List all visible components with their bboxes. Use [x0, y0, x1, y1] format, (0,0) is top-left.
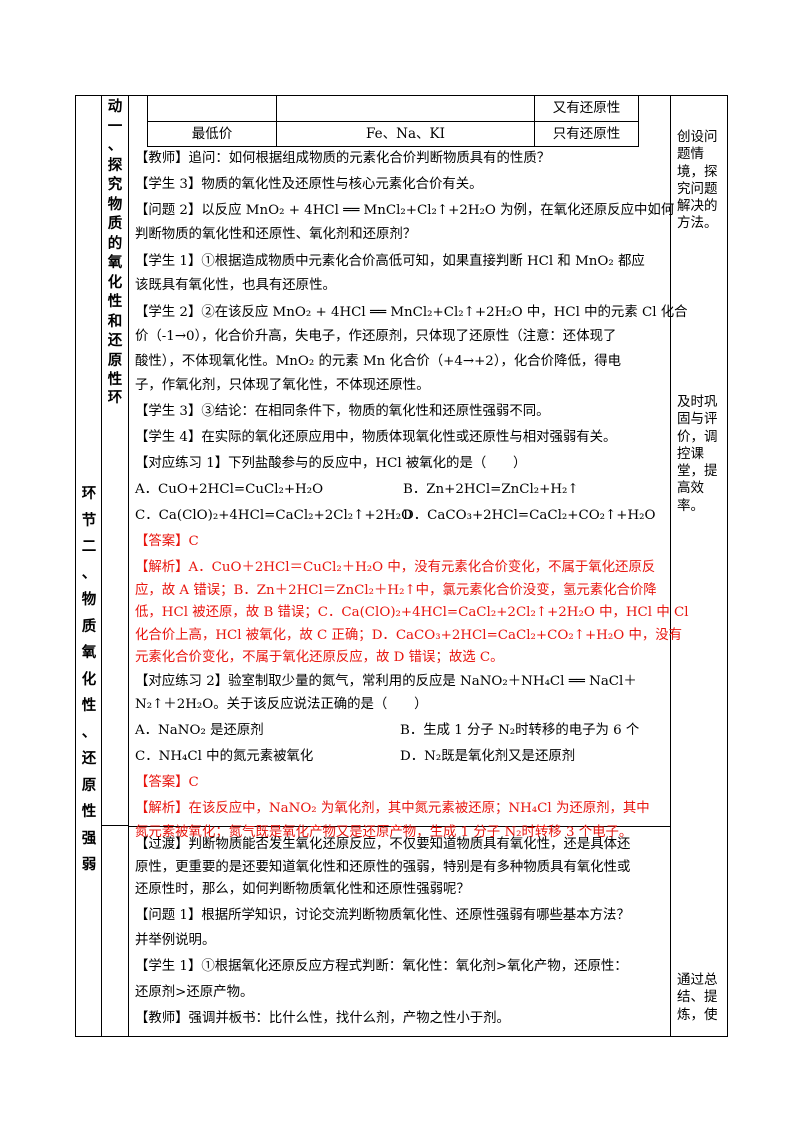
part2-label: 环 节 二 、 物 质 氧 化 性 、 还 原 性 强 弱 — [81, 486, 97, 873]
exercise-line: 【对应练习 2】验室制取少量的氮气，常利用的反应是 NaNO₂＋NH₄Cl ══… — [135, 674, 637, 689]
teacher-line: 【教师】强调并板书：比什么性，找什么剂，产物之性小于剂。 — [135, 1011, 510, 1026]
table-cell: 又有还原性 — [552, 100, 621, 116]
analysis-line: 应，故 A 错误；B．Zn＋2HCl＝ZnCl₂＋H₂↑中，氯元素化合价没变，氢… — [135, 583, 657, 598]
student-line: 【学生 3】物质的氧化性及还原性与核心元素化合价有关。 — [135, 177, 483, 192]
valence-table: 又有还原性 最低价 Fe、Na、KI 只有还原性 — [147, 95, 639, 147]
exercise-line: 【对应练习 1】下列盐酸参与的反应中，HCl 被氧化的是（ ） — [135, 456, 527, 471]
option-b: B．生成 1 分子 N₂时转移的电子为 6 个 — [400, 723, 640, 738]
row-divider-main — [128, 826, 670, 827]
student-line: 【学生 3】③结论：在相同条件下，物质的氧化性和还原性强弱不同。 — [135, 404, 550, 419]
option-c: C．Ca(ClO)₂+4HCl=CaCl₂+2Cl₂↑+2H₂O — [135, 508, 413, 523]
option-d: D．CaCO₃+2HCl=CaCl₂+CO₂↑+H₂O — [403, 508, 656, 523]
table-cell: 最低价 — [191, 126, 233, 142]
option-c: C．NH₄Cl 中的氮元素被氧化 — [135, 749, 314, 764]
table-col-divider-2 — [534, 96, 535, 146]
analysis-line: 元素化合价变化，不属于氧化还原反应，故 D 错误；故选 C。 — [135, 650, 504, 665]
analysis-line: 【解析】在该反应中，NaNO₂ 为氧化剂，其中氮元素被还原；NH₄Cl 为还原剂… — [135, 801, 650, 816]
col-divider-3 — [670, 95, 671, 1037]
option-d: D．N₂既是氧化剂又是还原剂 — [400, 749, 576, 764]
table-cell: 只有还原性 — [552, 126, 621, 142]
question-line: 并举例说明。 — [135, 933, 216, 948]
student-line: 价（-1→0），化合价升高，失电子，作还原剂，只体现了还原性（注意：还体现了 — [135, 329, 617, 344]
exercise-line: N₂↑＋2H₂O。关于该反应说法正确的是（ ） — [135, 697, 428, 712]
row-divider — [101, 825, 128, 826]
teacher-line: 【教师】追问：如何根据组成物质的元素化合价判断物质具有的性质？ — [135, 151, 551, 166]
table-cell: Fe、Na、KI — [366, 126, 445, 142]
table-row-divider — [148, 121, 638, 122]
option-a: A．NaNO₂ 是还原剂 — [135, 723, 264, 738]
col-divider-1 — [101, 95, 102, 1037]
option-b: B．Zn+2HCl=ZnCl₂+H₂↑ — [403, 482, 579, 497]
analysis-line: 低，HCl 被还原，故 B 错误；C．Ca(ClO)₂+4HCl=CaCl₂+2… — [135, 605, 689, 620]
student-line: 【学生 1】①根据氧化还原反应方程式判断：氧化性：氧化剂>氧化产物，还原性： — [135, 959, 628, 974]
answer-line: 【答案】C — [135, 534, 199, 549]
analysis-line: 【解析】A．CuO＋2HCl＝CuCl₂＋H₂O 中，没有元素化合价变化，不属于… — [135, 560, 656, 575]
question-line: 【问题 1】根据所学知识，讨论交流判断物质氧化性、还原性强弱有哪些基本方法？ — [135, 908, 630, 923]
huan-label: 环 — [107, 390, 123, 406]
option-a: A．CuO+2HCl=CuCl₂+H₂O — [135, 482, 324, 497]
transition-line: 原性，更重要的是还要知道氧化性和还原性的强弱，特别是有多种物质具有氧化性或 — [135, 860, 631, 875]
student-line: 酸性），不体现氧化性。MnO₂ 的元素 Mn 化合价（+4→+2），化合价降低，… — [135, 354, 622, 369]
analysis-line: 氮元素被氧化；氮气既是氧化产物又是还原产物，生成 1 分子 N₂时转移 3 个电… — [135, 825, 633, 840]
analysis-line: 化合价上高，HCl 被氧化，故 C 正确；D．CaCO₃+2HCl=CaCl₂+… — [135, 628, 683, 643]
transition-line: 【过渡】判断物质能否发生氧化还原反应，不仅要知道物质具有氧化性，还是具体还 — [135, 837, 631, 852]
student-line: 【学生 2】②在该反应 MnO₂ + 4HCl ══ MnCl₂+Cl₂↑+2H… — [135, 305, 688, 320]
side-note-2: 及时巩固与评价，调控课堂，提高效率。 — [677, 394, 718, 514]
student-line: 该既具有氧化性，也具有还原性。 — [135, 278, 336, 293]
student-line: 子，作氧化剂，只体现了氧化性，不体现还原性。 — [135, 378, 430, 393]
transition-line: 还原性时，那么，如何判断物质氧化性和还原性强弱呢？ — [135, 882, 470, 897]
student-line: 还原剂>还原产物。 — [135, 985, 254, 1000]
question-line: 【问题 2】以反应 MnO₂ + 4HCl ══ MnCl₂+Cl₂↑+2H₂O… — [135, 203, 675, 218]
part1-label: 动 一 、 探 究 物 质 的 氧 化 性 和 还 原 性 — [107, 99, 123, 388]
col-divider-2 — [128, 95, 129, 1037]
side-note-1: 创设问题情境，探究问题解决的方法。 — [677, 129, 718, 232]
answer-line: 【答案】C — [135, 775, 199, 790]
student-line: 【学生 4】在实际的氧化还原应用中，物质体现氧化性或还原性与相对强弱有关。 — [135, 430, 617, 445]
table-col-divider-1 — [276, 96, 277, 146]
student-line: 【学生 1】①根据造成物质中元素化合价高低可知，如果直接判断 HCl 和 MnO… — [135, 254, 645, 269]
question-line: 判断物质的氧化性和还原性、氧化剂和还原剂？ — [135, 227, 417, 242]
side-note-3: 通过总结、提炼，使 — [677, 972, 718, 1023]
